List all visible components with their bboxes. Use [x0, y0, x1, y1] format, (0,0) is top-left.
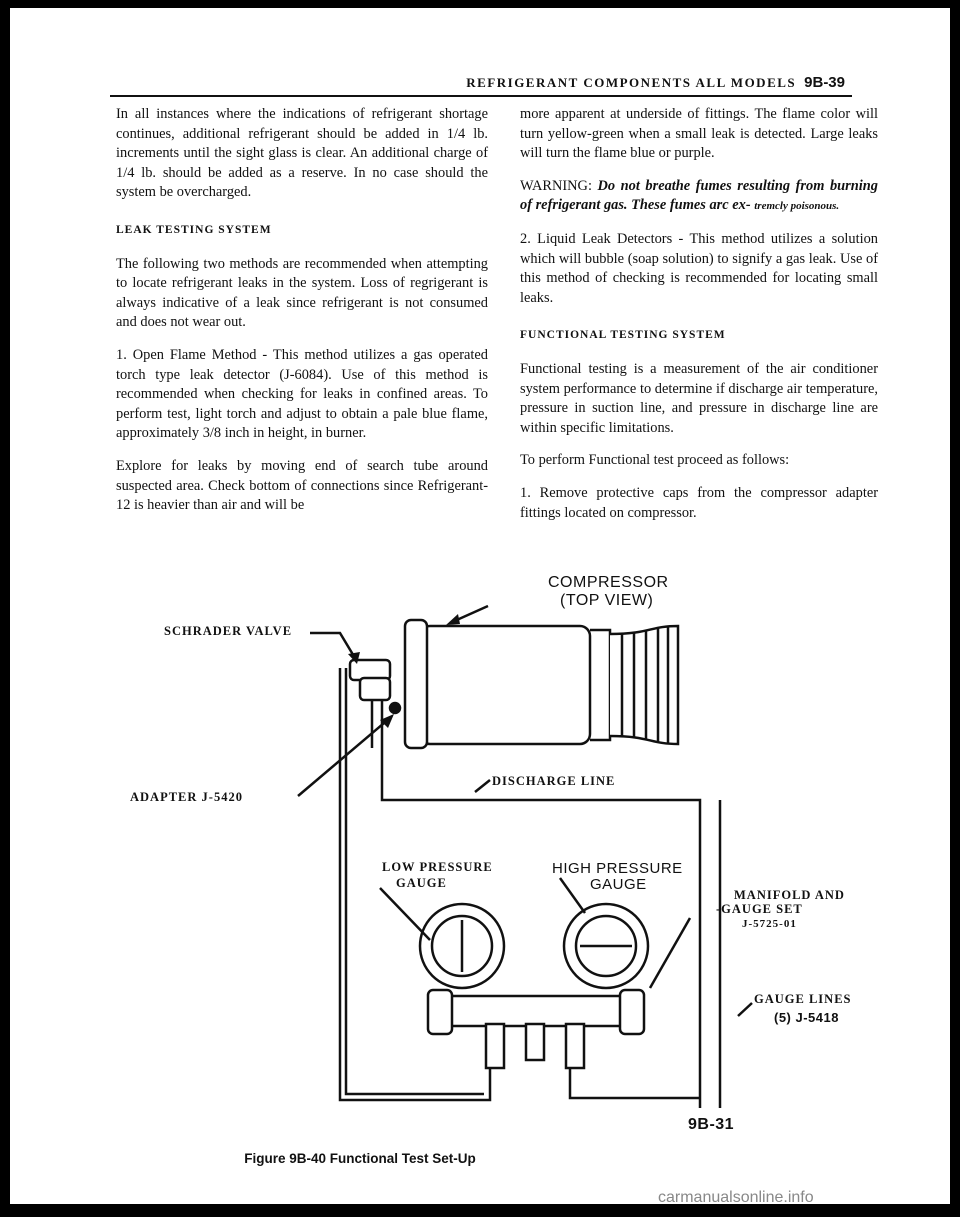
label-manifold: MANIFOLD AND	[734, 888, 845, 902]
paragraph-proceed: To perform Functional test proceed as fo…	[520, 452, 790, 469]
paragraph-liquid-detectors: 2. Liquid Leak Detectors - This method u…	[520, 230, 878, 306]
manifold-body	[426, 988, 646, 1070]
label-gauge-lines: GAUGE LINES	[754, 992, 852, 1006]
paragraph-functional-definition: Functional testing is a measurement of t…	[520, 360, 878, 436]
paragraph-leak-methods: The following two methods are recommende…	[116, 255, 488, 331]
compressor-illustration	[338, 618, 680, 800]
label-high-pressure: HIGH PRESSURE	[552, 860, 683, 877]
label-gauge-set: -GAUGE SET	[716, 902, 803, 916]
figure-functional-test-setup: COMPRESSOR (TOP VIEW) SCHRADER VALVE ADA…	[10, 568, 950, 1168]
heading-leak-testing: LEAK TESTING SYSTEM	[116, 223, 272, 236]
paragraph-flame-color: more apparent at underside of fittings. …	[520, 106, 878, 162]
label-discharge-line: DISCHARGE LINE	[492, 774, 616, 788]
header-rule	[110, 95, 852, 97]
label-adapter: ADAPTER J-5420	[130, 790, 243, 804]
warning-block: WARNING: Do not breathe fumes resulting …	[520, 177, 878, 217]
header-title: REFRIGERANT COMPONENTS ALL MODELS	[466, 75, 797, 90]
manual-page: REFRIGERANT COMPONENTS ALL MODELS 9B-39 I…	[10, 8, 950, 1204]
label-compressor: COMPRESSOR	[548, 574, 669, 591]
paragraph-explore-leaks: Explore for leaks by moving end of searc…	[116, 457, 488, 514]
paragraph-remove-caps: 1. Remove protective caps from the compr…	[520, 484, 878, 521]
warning-tail: tremcly poisonous.	[754, 200, 840, 213]
schrader-pointer	[310, 631, 357, 659]
figure-caption: Figure 9B-40 Functional Test Set-Up	[244, 1151, 476, 1166]
heading-functional-testing: FUNCTIONAL TESTING SYSTEM	[520, 329, 726, 342]
label-high-gauge: GAUGE	[590, 876, 647, 893]
label-top-view: (TOP VIEW)	[560, 592, 654, 609]
paragraph-open-flame: 1. Open Flame Method - This method utili…	[116, 346, 488, 442]
warning-label: WARNING:	[520, 177, 592, 194]
label-gauge-lines-part: (5) J-5418	[774, 1010, 839, 1025]
figure-drawing	[297, 604, 753, 1108]
watermark: carmanualsonline.info	[658, 1189, 814, 1204]
right-column: more apparent at underside of fittings. …	[520, 105, 878, 536]
low-pressure-gauge	[418, 902, 506, 990]
label-schrader-valve: SCHRADER VALVE	[164, 624, 293, 638]
page-header: REFRIGERANT COMPONENTS ALL MODELS 9B-39	[10, 74, 845, 91]
high-pressure-gauge	[562, 902, 650, 990]
discharge-pointer	[474, 779, 491, 793]
label-low-gauge: GAUGE	[396, 876, 447, 890]
label-low-pressure: LOW PRESSURE	[382, 860, 493, 874]
figure-id: 9B-31	[688, 1116, 735, 1133]
label-manifold-part: J-5725-01	[742, 918, 797, 930]
left-column: In all instances where the indications o…	[116, 105, 488, 529]
warning-text: Do not breathe fumes resulting from burn…	[520, 177, 878, 214]
page-number: 9B-39	[804, 74, 845, 91]
adapter-pointer	[297, 717, 391, 797]
paragraph-refrigerant-shortage: In all instances where the indications o…	[116, 106, 488, 201]
